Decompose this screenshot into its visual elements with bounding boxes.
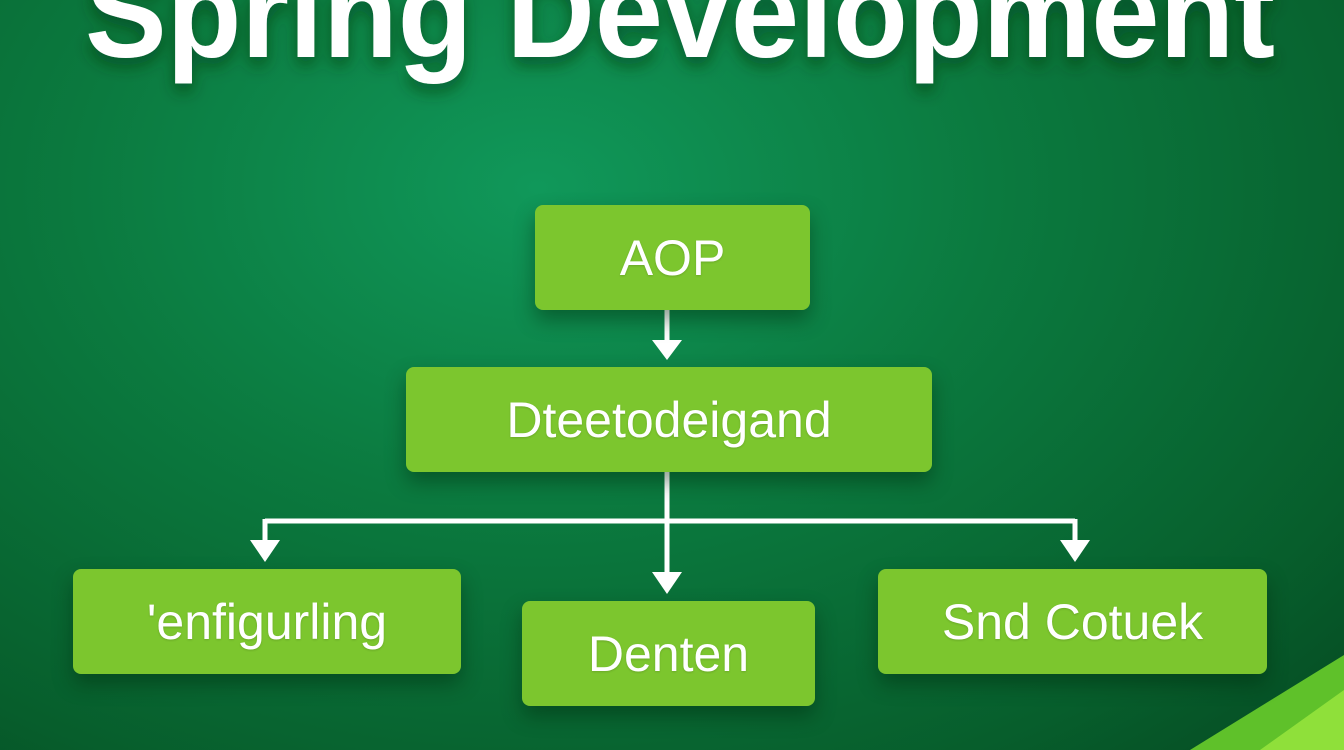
node-aop: AOP [535, 205, 810, 310]
page-title: Spring Development [85, 0, 1275, 85]
arrow-down-icon [1060, 540, 1090, 562]
node-label: AOP [619, 229, 726, 286]
node-left: 'enfigurling [73, 569, 461, 674]
node-right: Snd Cotuek [878, 569, 1267, 674]
corner-accent-dark [1260, 690, 1344, 750]
node-label: Denten [587, 625, 750, 682]
connectors [262, 310, 1078, 580]
node-middle: Dteetodeigand [406, 367, 932, 472]
arrow-down-icon [652, 340, 682, 360]
node-label: 'enfigurling [146, 593, 388, 650]
node-label: Dteetodeigand [506, 391, 832, 448]
node-center: Denten [522, 601, 815, 706]
arrow-down-icon [652, 572, 682, 594]
arrow-down-icon [250, 540, 280, 562]
node-label: Snd Cotuek [941, 593, 1204, 650]
